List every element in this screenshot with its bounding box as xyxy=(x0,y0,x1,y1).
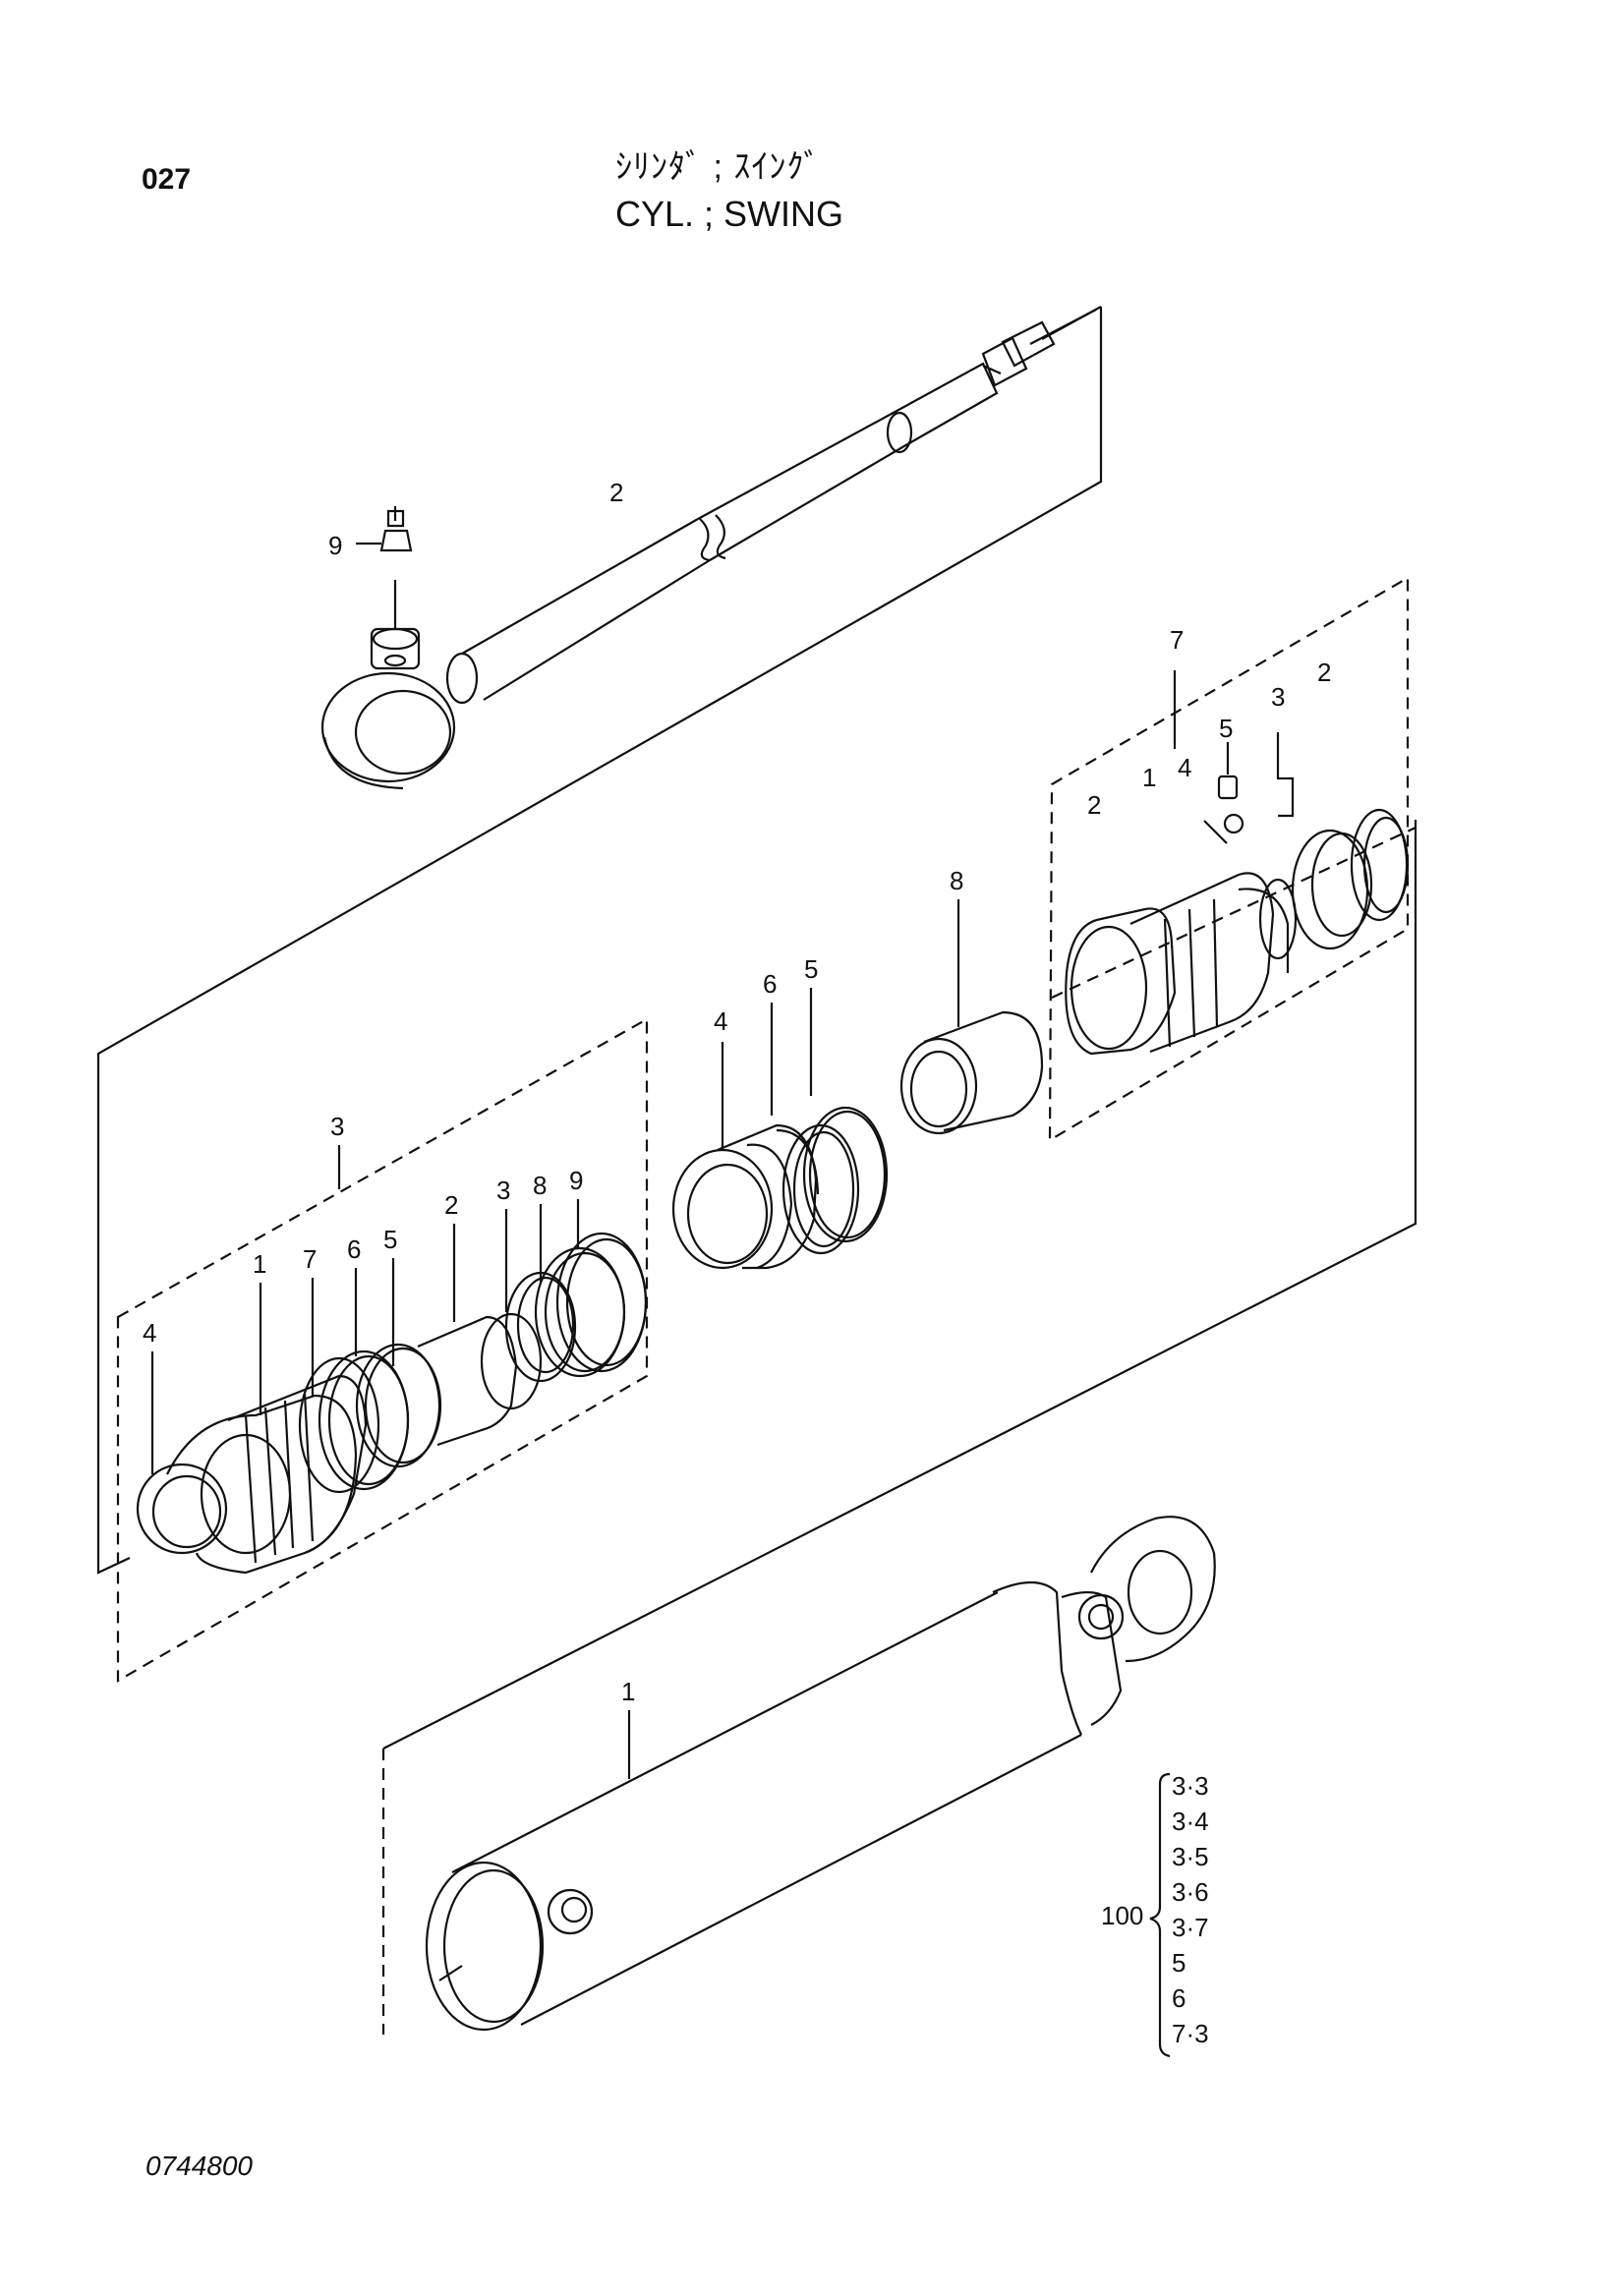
kit-item: 3·6 xyxy=(1172,1877,1209,1907)
kit-item: 6 xyxy=(1172,1983,1186,2013)
page-number: 027 xyxy=(142,163,192,196)
rod-group-outline xyxy=(96,307,1103,1575)
piston-rod xyxy=(320,309,1097,790)
spacer xyxy=(899,899,1044,1135)
title-english: CYL. ; SWING xyxy=(615,194,844,234)
callout-p-1: 1 xyxy=(1142,763,1156,792)
cylinder-tube xyxy=(381,1516,1216,2035)
callout-p-5: 5 xyxy=(1219,714,1233,743)
callout-labels: 2 9 7 5 3 2 4 1 2 8 4 6 5 3 2 3 8 9 5 6 … xyxy=(143,478,1331,1706)
callout-h-1: 1 xyxy=(253,1249,266,1279)
callout-tube-1: 1 xyxy=(621,1677,635,1706)
callout-p-2a: 2 xyxy=(1317,658,1331,687)
kit-item: 3·7 xyxy=(1172,1913,1209,1942)
barrel-outline xyxy=(382,820,1418,1750)
kit-label: 100 xyxy=(1101,1901,1143,1930)
piston-group xyxy=(1048,576,1417,1142)
drawing-code: 0744800 xyxy=(145,2151,254,2181)
kit-item: 3·4 xyxy=(1172,1807,1209,1836)
head-group xyxy=(116,1017,649,1683)
callout-h-3: 3 xyxy=(496,1176,510,1205)
callout-h-9: 9 xyxy=(569,1166,583,1195)
kit-item: 3·3 xyxy=(1172,1771,1209,1801)
callout-spacer-8: 8 xyxy=(950,866,963,895)
callout-head-group-3: 3 xyxy=(330,1112,344,1141)
callout-p-3: 3 xyxy=(1271,682,1285,712)
callout-grease-9: 9 xyxy=(328,531,342,560)
callout-p-4: 4 xyxy=(1178,753,1191,782)
callout-piston-group-7: 7 xyxy=(1170,625,1184,655)
kit-item: 5 xyxy=(1172,1948,1186,1978)
middle-seals xyxy=(671,988,889,1270)
callout-rod-2: 2 xyxy=(609,478,623,507)
callout-mid-4: 4 xyxy=(714,1006,727,1036)
kit-bracket xyxy=(1149,1772,1171,2058)
kit-list: 100 3·3 3·4 3·5 3·6 3·7 5 6 7·3 xyxy=(1101,1771,1209,2048)
callout-h-8: 8 xyxy=(533,1171,547,1200)
kit-item: 3·5 xyxy=(1172,1842,1209,1871)
callout-h-4: 4 xyxy=(143,1318,156,1348)
callout-mid-6: 6 xyxy=(763,969,777,999)
callout-mid-5: 5 xyxy=(804,954,818,984)
kit-item: 7·3 xyxy=(1172,2019,1209,2048)
callout-h-5: 5 xyxy=(383,1225,397,1254)
callout-h-6: 6 xyxy=(347,1234,361,1264)
callout-h-2: 2 xyxy=(444,1190,458,1220)
title-japanese: ｼﾘﾝﾀﾞ ; ｽｲﾝｸﾞ xyxy=(615,148,822,186)
callout-p-2b: 2 xyxy=(1087,790,1101,820)
callout-h-7: 7 xyxy=(303,1244,317,1274)
